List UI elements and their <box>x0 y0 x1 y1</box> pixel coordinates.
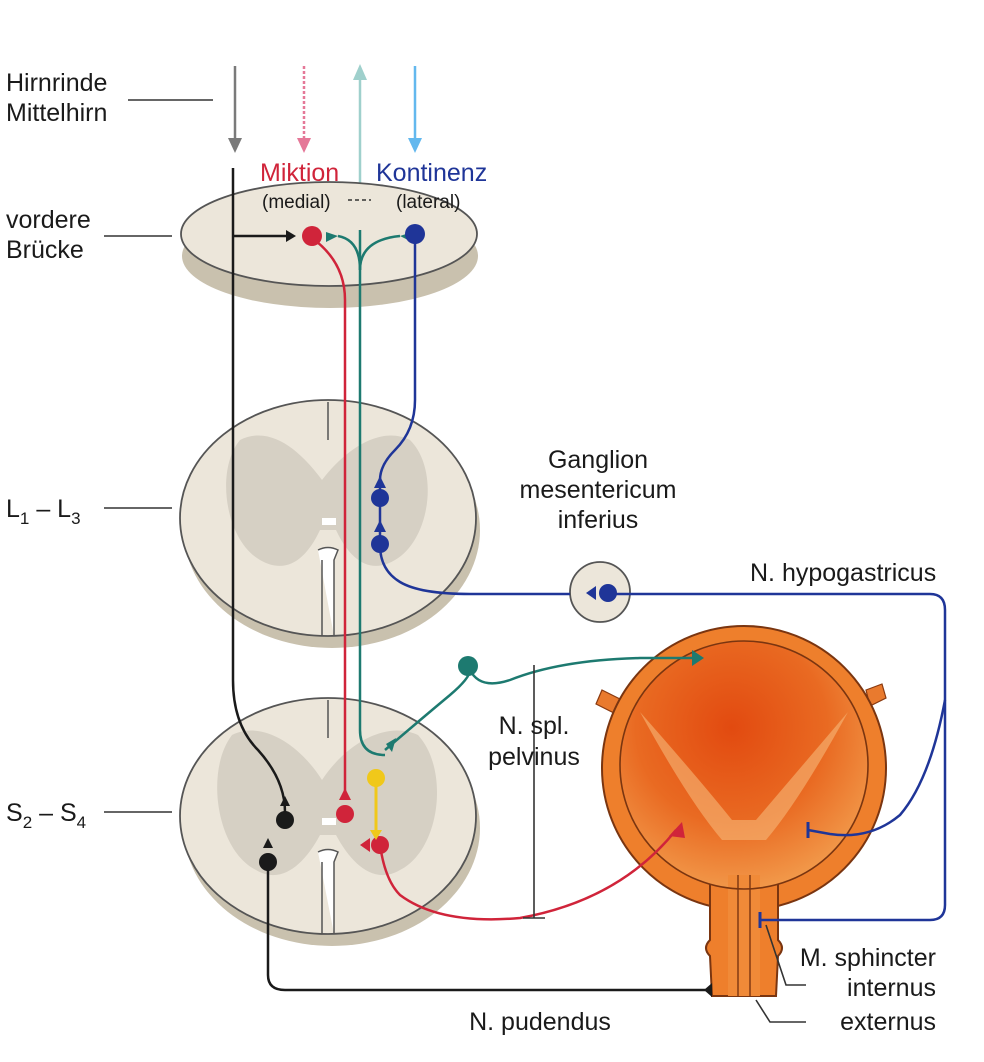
bladder <box>595 625 887 997</box>
teal-synapse-pons-left <box>326 232 338 242</box>
label-miktion-medial: (medial) <box>262 192 331 213</box>
kontinenz-neuron-1 <box>371 489 389 507</box>
leader-lines <box>104 99 806 1023</box>
miktion-synapse-spinal <box>339 788 351 800</box>
pudendus-synapse-pons <box>286 230 296 242</box>
kontinenz-synapse-1 <box>374 476 386 488</box>
miktion-pathway <box>311 236 677 921</box>
label-kontinenz: Kontinenz <box>376 159 487 187</box>
sacral-letter-start: S <box>6 799 23 827</box>
teal-synapse-spinal <box>386 738 396 752</box>
lumbar-letter-start: L <box>6 495 20 523</box>
kontinenz-pathway <box>378 236 947 922</box>
sacral-sub-end: 4 <box>77 813 86 832</box>
label-miktion: Miktion <box>260 159 339 187</box>
label-bruecke: Brücke <box>6 236 84 264</box>
miktion-neuron-spinal <box>336 805 354 823</box>
lumbar-sub-end: 3 <box>71 509 80 528</box>
sacral-dash: – S <box>32 799 76 827</box>
label-sphincter-externus: externus <box>840 1008 936 1036</box>
pudendus-pathway <box>231 168 712 992</box>
miktion-neuron-2 <box>371 836 389 854</box>
label-ganglion-1: Ganglion <box>548 446 648 474</box>
cortex-arrows <box>228 64 422 220</box>
pudendus-neuron-2 <box>259 853 277 871</box>
teal-pathway <box>337 230 692 757</box>
label-mittelhirn: Mittelhirn <box>6 99 107 127</box>
pudendus-synapse-2 <box>263 838 273 848</box>
label-vordere: vordere <box>6 206 91 234</box>
label-ganglion-3: inferius <box>558 506 639 534</box>
pudendus-neuron-1 <box>276 811 294 829</box>
miktion-synapse-2 <box>360 838 370 852</box>
label-sphincter-1: M. sphincter <box>800 944 936 972</box>
cortex-arrow-lightblue <box>408 66 422 153</box>
label-spl-1: N. spl. <box>499 712 570 740</box>
spinal-cord-sacral <box>179 697 480 946</box>
teal-ending <box>692 650 704 666</box>
lumbar-dash: – L <box>29 495 71 523</box>
label-ganglion-2: mesentericum <box>520 476 677 504</box>
cortex-arrow-grey <box>228 66 242 153</box>
lumbar-sub-start: 1 <box>20 509 29 528</box>
kontinenz-synapse-2 <box>374 520 386 532</box>
label-pudendus: N. pudendus <box>469 1008 611 1036</box>
yellow-interneuron <box>367 769 385 840</box>
sacral-sub-start: 2 <box>23 813 32 832</box>
spinal-cord-lumbar <box>179 399 480 648</box>
label-sacral-level: S2 – S4 <box>6 799 86 832</box>
label-spl-2: pelvinus <box>488 743 580 771</box>
pudendus-ending <box>704 983 712 997</box>
label-hypogastricus: N. hypogastricus <box>750 559 936 587</box>
label-hirnrinde: Hirnrinde <box>6 69 107 97</box>
ganglion-neuron <box>599 584 617 602</box>
miktion-ending <box>669 822 685 838</box>
kontinenz-neuron-pons <box>405 224 425 244</box>
pudendus-synapse-spinal <box>280 796 290 806</box>
label-kontinenz-lateral: (lateral) <box>396 192 460 213</box>
kontinenz-neuron-2 <box>371 535 389 553</box>
label-sphincter-internus: internus <box>847 974 936 1002</box>
cortex-arrow-pink <box>297 66 311 153</box>
label-lumbar-level: L1 – L3 <box>6 495 81 528</box>
miktion-neuron-pons <box>302 226 322 246</box>
teal-ganglion-neuron <box>458 656 478 676</box>
ganglion-synapse <box>586 586 596 600</box>
